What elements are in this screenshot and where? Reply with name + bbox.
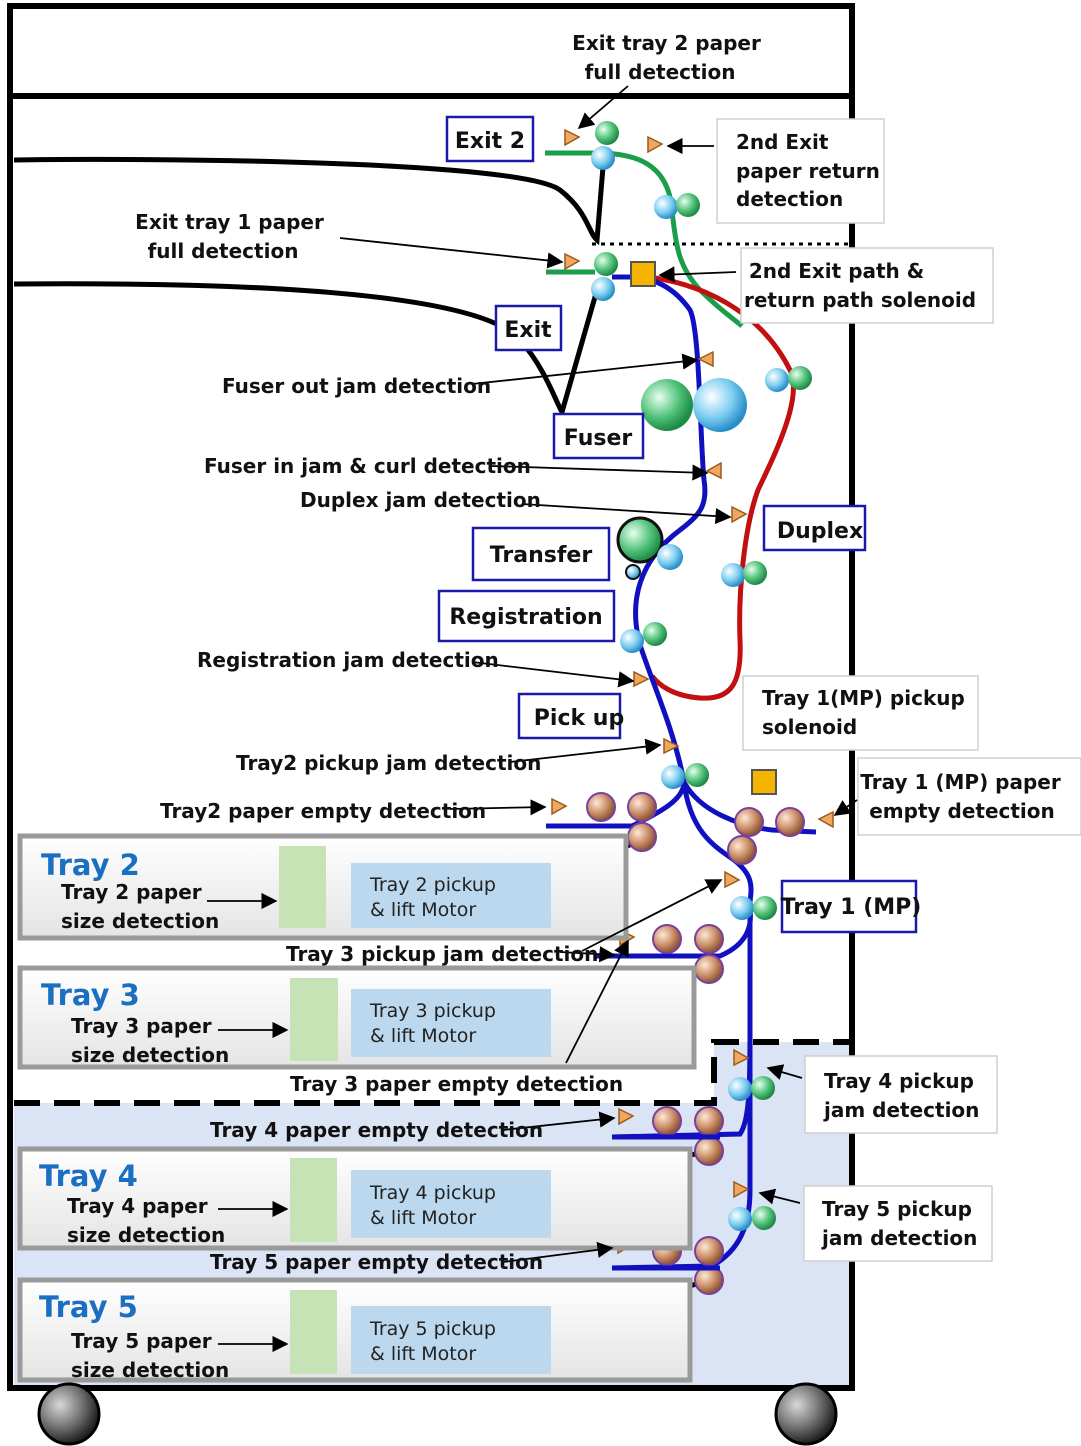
- tray3-size-sensor: [290, 978, 338, 1061]
- registration-label: Registration: [449, 605, 602, 630]
- mp-solenoid-label: Tray 1(MP) pickup solenoid: [762, 686, 972, 739]
- fuser-heat-roller: [641, 379, 693, 431]
- tray4-title: Tray 4: [39, 1159, 138, 1193]
- tray4-size-sensor: [290, 1158, 337, 1242]
- tray3-empty-label: Tray 3 paper empty detection: [290, 1072, 623, 1096]
- exit2-label: Exit 2: [455, 129, 525, 154]
- main-paper-path: [546, 274, 817, 1271]
- tray2-motor-box: [351, 863, 551, 928]
- tray5-empty-label: Tray 5 paper empty detection: [210, 1250, 543, 1274]
- fuser-out-jam-label: Fuser out jam detection: [222, 374, 491, 398]
- exit-tray-2-wall: [13, 156, 606, 246]
- tray2-pickup-jam-label: Tray2 pickup jam detection: [236, 751, 541, 775]
- transfer-label: Transfer: [490, 543, 593, 568]
- tray5-motor-label: Tray 5 pickup & lift Motor: [369, 1318, 502, 1365]
- lower-unit-dashed-border: [14, 1039, 852, 1106]
- fuser-label: Fuser: [564, 426, 633, 451]
- exit2-return-detection-label: 2nd Exit paper return detection: [736, 130, 887, 211]
- tray4-motor-label: Tray 4 pickup & lift Motor: [369, 1182, 502, 1229]
- tray-2[interactable]: [17, 833, 629, 941]
- tray5-pickup-jam-label: Tray 5 pickup jam detection: [821, 1197, 979, 1250]
- tray2-empty-label: Tray2 paper empty detection: [160, 799, 486, 823]
- tray4-empty-label: Tray 4 paper empty detection: [210, 1118, 543, 1142]
- exit-solenoid-label: 2nd Exit path & return path solenoid: [744, 259, 976, 312]
- tray4-size-label: Tray 4 paper size detection: [67, 1194, 225, 1247]
- left-caster-wheel: [37, 1382, 101, 1446]
- transfer-roller: [657, 544, 683, 570]
- exit2-full-detection-label: Exit tray 2 paper full detection: [572, 31, 768, 84]
- tray3-motor-label: Tray 3 pickup & lift Motor: [369, 1000, 502, 1047]
- tray5-motor-box: [351, 1306, 551, 1374]
- duplex-paper-path: [639, 273, 796, 701]
- transfer-small-roller: [625, 564, 641, 580]
- tray5-size-label: Tray 5 paper size detection: [71, 1329, 229, 1382]
- fuser-in-jam-label: Fuser in jam & curl detection: [204, 454, 531, 478]
- tray3-title: Tray 3: [41, 978, 140, 1012]
- fuser-pressure-roller: [693, 378, 747, 432]
- tray-4[interactable]: [17, 1146, 693, 1251]
- tray5-size-sensor: [290, 1290, 337, 1374]
- tray4-motor-box: [351, 1170, 551, 1238]
- exit-label: Exit: [504, 318, 552, 343]
- tray5-title: Tray 5: [39, 1290, 138, 1324]
- tray3-motor-box: [351, 989, 551, 1057]
- transfer-drum: [616, 516, 664, 564]
- duplex-jam-label: Duplex jam detection: [300, 488, 541, 512]
- tray1-mp-pickup-solenoid: [751, 769, 777, 795]
- tray1mp-label: Tray 1 (MP): [781, 895, 922, 920]
- pickup-label: Pick up: [534, 706, 624, 731]
- mp-empty-label: Tray 1 (MP) paper empty detection: [860, 770, 1067, 823]
- callout-arrows: [207, 85, 858, 1353]
- tray-3[interactable]: [17, 965, 697, 1070]
- registration-jam-label: Registration jam detection: [197, 648, 499, 672]
- component-frames: [437, 115, 918, 934]
- duplex-label: Duplex: [777, 519, 863, 544]
- tray2-size-label: Tray 2 paper size detection: [61, 880, 219, 933]
- callout-frames: [716, 118, 1081, 1262]
- exit2-paper-path: [545, 150, 744, 328]
- tray2-size-sensor: [279, 846, 326, 928]
- roller-pairs: [591, 121, 812, 1231]
- exit-tray-1-wall: [13, 281, 600, 419]
- exit1-full-detection-label: Exit tray 1 paper full detection: [135, 210, 331, 263]
- tray-5[interactable]: [17, 1277, 693, 1383]
- tray3-size-label: Tray 3 paper size detection: [71, 1014, 229, 1067]
- tray2-title: Tray 2: [41, 848, 140, 882]
- tray3-pickup-jam-label: Tray 3 pickup jam detection: [286, 942, 598, 966]
- tray4-pickup-jam-label: Tray 4 pickup jam detection: [823, 1069, 981, 1122]
- exit-path-solenoid: [630, 261, 656, 287]
- tray2-motor-label: Tray 2 pickup & lift Motor: [369, 874, 502, 921]
- right-caster-wheel: [774, 1382, 838, 1446]
